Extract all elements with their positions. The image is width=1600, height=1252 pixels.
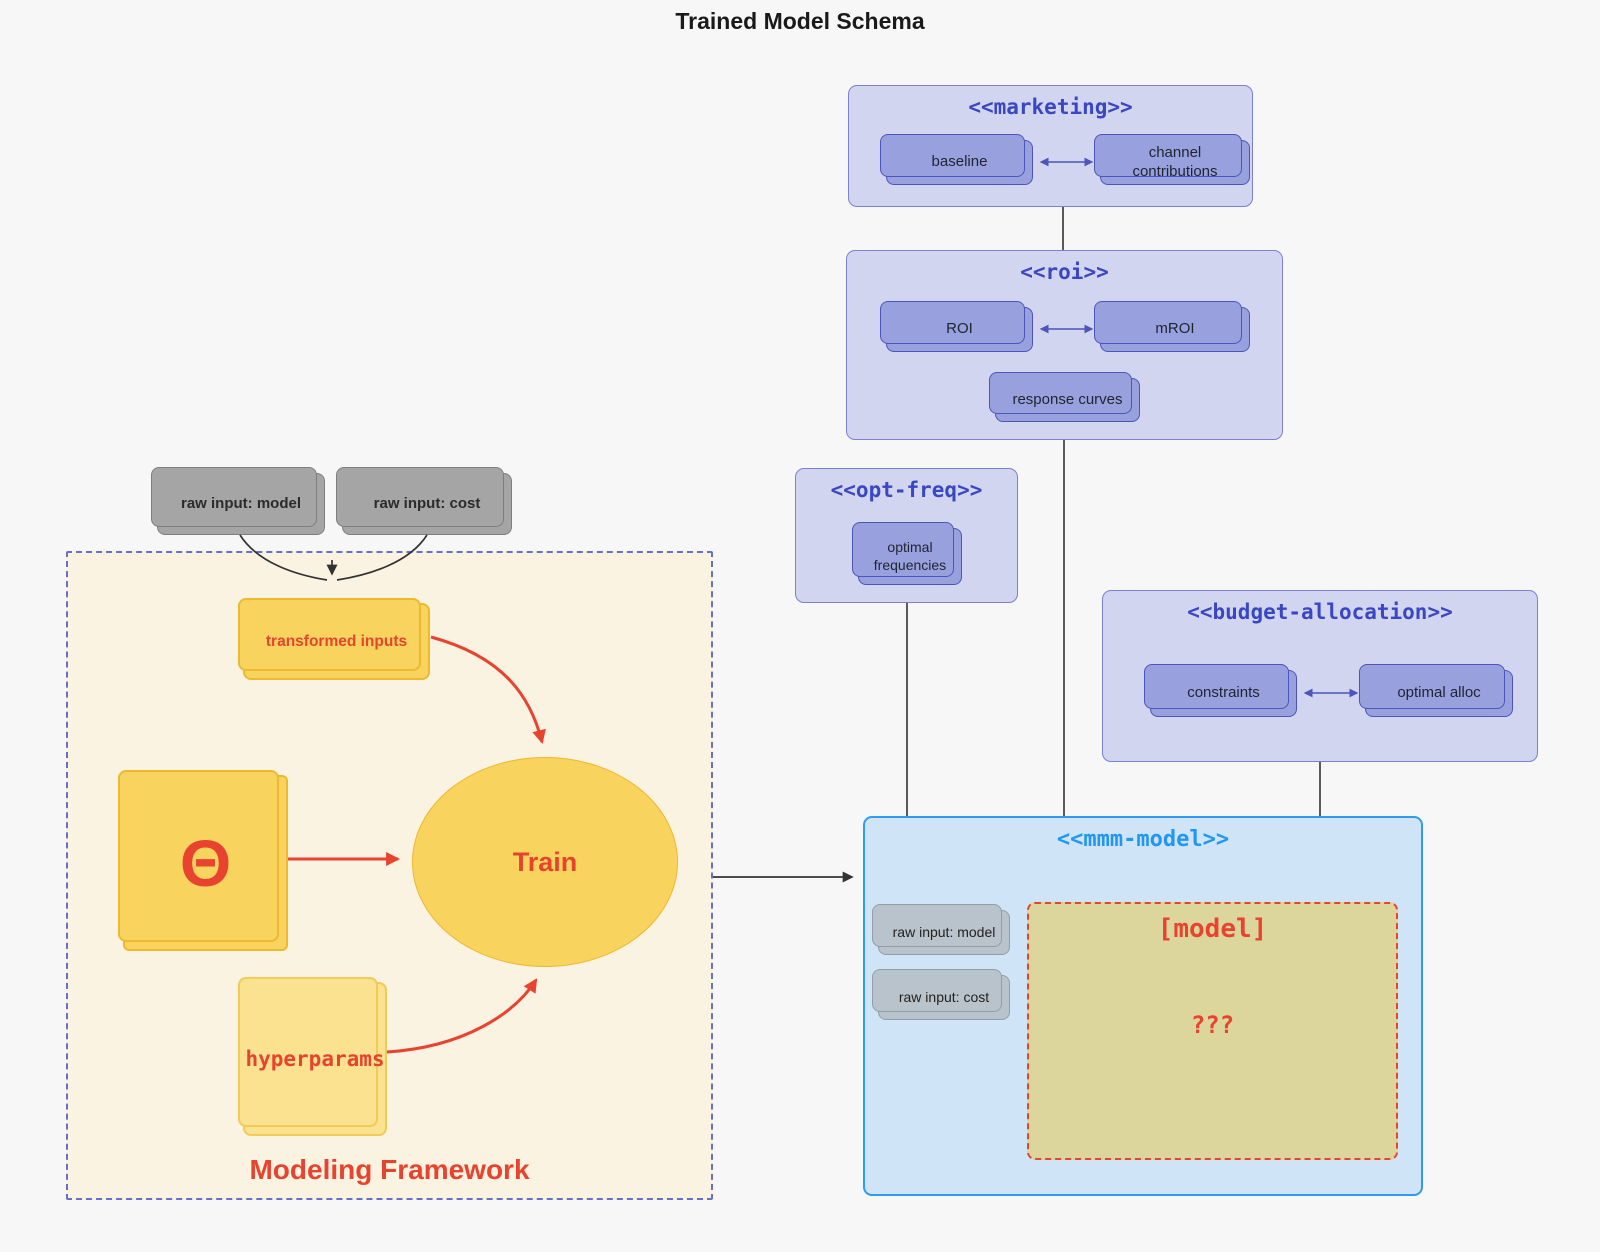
node-constraints-label: constraints — [1187, 684, 1260, 702]
node-hyperparams-label: hyperparams — [245, 1046, 385, 1071]
node-constraints: constraints — [1144, 664, 1297, 717]
node-mmm-raw-input-cost: raw input: cost — [872, 969, 1010, 1020]
node-transformed-inputs-label: transformed inputs — [265, 632, 408, 650]
node-theta: Θ — [118, 770, 288, 951]
node-train-label: Train — [512, 846, 578, 877]
node-mmm-raw-input-cost-label: raw input: cost — [898, 988, 990, 1005]
diagram-title: Trained Model Schema — [675, 8, 925, 34]
node-channel-contributions-label: channel contributions — [1132, 143, 1218, 180]
node-raw-input-model-label: raw input: model — [181, 494, 301, 512]
node-optimal-frequencies: optimal frequencies — [852, 522, 962, 585]
node-raw-input-cost: raw input: cost — [336, 467, 512, 535]
node-optimal-frequencies-label: optimal frequencies — [873, 539, 947, 573]
node-baseline-label: baseline — [931, 153, 988, 171]
node-optimal-alloc-label: optimal alloc — [1397, 684, 1481, 702]
node-roi-label: ROI — [946, 320, 973, 338]
node-train: Train — [412, 757, 678, 967]
node-baseline: baseline — [880, 134, 1033, 185]
node-mmm-raw-input-model-label: raw input: model — [892, 923, 996, 940]
node-channel-contributions: channel contributions — [1094, 134, 1250, 185]
node-transformed-inputs: transformed inputs — [238, 598, 430, 680]
node-model-placeholder-label: [model] — [1157, 914, 1268, 944]
node-model-placeholder: [model] ??? — [1027, 902, 1398, 1160]
cluster-modeling-framework-title: Modeling Framework — [249, 1154, 530, 1185]
node-mroi: mROI — [1094, 301, 1250, 352]
cluster-marketing-title: <<marketing>> — [968, 95, 1133, 119]
node-optimal-alloc: optimal alloc — [1359, 664, 1513, 717]
node-mmm-raw-input-model: raw input: model — [872, 904, 1010, 955]
cluster-roi-title: <<roi>> — [1020, 260, 1109, 284]
node-hyperparams: hyperparams — [238, 977, 387, 1136]
node-response-curves: response curves — [989, 372, 1140, 422]
node-response-curves-label: response curves — [1012, 390, 1123, 408]
cluster-opt-freq-title: <<opt-freq>> — [830, 478, 983, 502]
node-model-placeholder-value: ??? — [1190, 1010, 1235, 1039]
node-roi: ROI — [880, 301, 1033, 352]
node-raw-input-model: raw input: model — [151, 467, 325, 535]
node-raw-input-cost-label: raw input: cost — [373, 494, 481, 512]
node-mroi-label: mROI — [1155, 320, 1195, 338]
cluster-mmm-model-title: <<mmm-model>> — [1056, 827, 1230, 852]
cluster-budget-allocation-title: <<budget-allocation>> — [1187, 600, 1453, 624]
theta-symbol: Θ — [179, 826, 232, 900]
